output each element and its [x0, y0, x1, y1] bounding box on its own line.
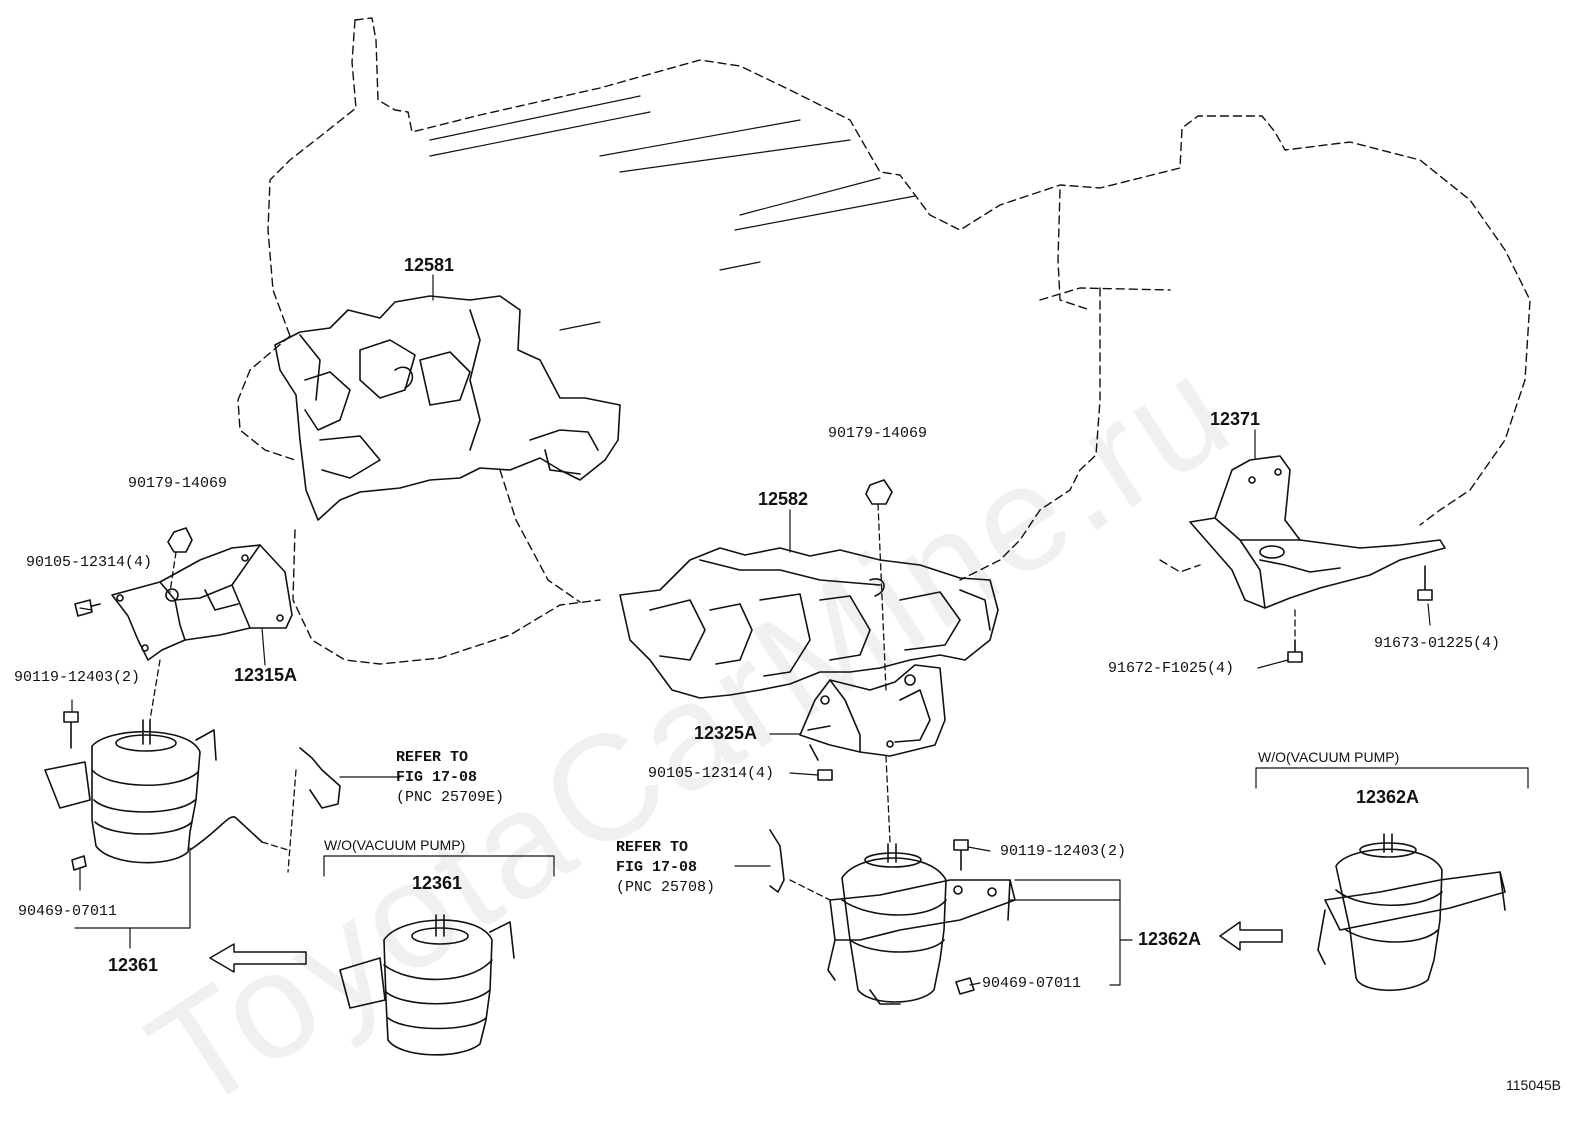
engine-mount-upper-left — [44, 719, 263, 864]
part-label-clip-left: 90469-07011 — [18, 903, 118, 920]
part-label-12371: 12371 — [1210, 409, 1261, 429]
refer-center-line3: (PNC 25708) — [616, 879, 716, 896]
condition-label-right: W/O(VACUUM PUMP) — [1258, 749, 1400, 765]
part-label-12361-main: 12361 — [108, 955, 159, 975]
part-label-12582: 12582 — [758, 489, 809, 509]
bracket-12371 — [1189, 455, 1446, 609]
part-label-bolt-left-2: 90119-12403(2) — [14, 669, 141, 686]
refer-left-line3: (PNC 25709E) — [396, 789, 505, 806]
engine-outline — [237, 17, 1531, 665]
parts-diagram: ToyotaCarMine.ru — [14, 17, 1562, 1143]
insulator-12581 — [274, 295, 621, 521]
part-label-12362a-main: 12362A — [1138, 929, 1202, 949]
part-label-bolt-916: 91672-F1025(4) — [1108, 660, 1235, 677]
diagram-drawing — [44, 17, 1531, 1056]
leader-lines — [71, 274, 1431, 986]
part-label-12581: 12581 — [404, 255, 455, 275]
part-label-12362a-box: 12362A — [1356, 787, 1420, 807]
part-label-bolt-center-4: 90105-12314(4) — [648, 765, 775, 782]
arrows — [209, 921, 1283, 973]
refer-center-line1: REFER TO — [616, 839, 689, 856]
insulator-12582 — [619, 547, 999, 699]
condition-label-left: W/O(VACUUM PUMP) — [324, 837, 466, 853]
hardware — [63, 479, 1433, 995]
refer-left-line2: FIG 17-08 — [396, 769, 478, 786]
bracket-12325A — [799, 664, 946, 757]
part-label-nut-left: 90179-14069 — [128, 475, 228, 492]
part-label-nut-center: 90179-14069 — [828, 425, 928, 442]
refer-center-line2: FIG 17-08 — [616, 859, 698, 876]
part-label-12325a: 12325A — [694, 723, 758, 743]
engine-mount-center — [827, 843, 1016, 1005]
bracket-12315A — [111, 544, 293, 661]
engine-inner-lines — [429, 95, 916, 331]
engine-mount-right — [1317, 833, 1506, 992]
part-label-clip-center: 90469-07011 — [982, 975, 1082, 992]
part-label-bolt-left-4: 90105-12314(4) — [26, 554, 153, 571]
figure-id: 115045B — [1506, 1077, 1562, 1093]
part-label-bolt-9167: 91673-01225(4) — [1374, 635, 1501, 652]
engine-mount-lower-left — [339, 914, 515, 1056]
refer-left-line1: REFER TO — [396, 749, 469, 766]
part-label-12315a: 12315A — [234, 665, 298, 685]
dashed-links — [149, 503, 1296, 901]
refer-brackets — [299, 747, 785, 893]
condition-brackets — [323, 767, 1529, 877]
part-label-12361-box: 12361 — [412, 873, 463, 893]
part-label-bolt-center-2: 90119-12403(2) — [1000, 843, 1127, 860]
